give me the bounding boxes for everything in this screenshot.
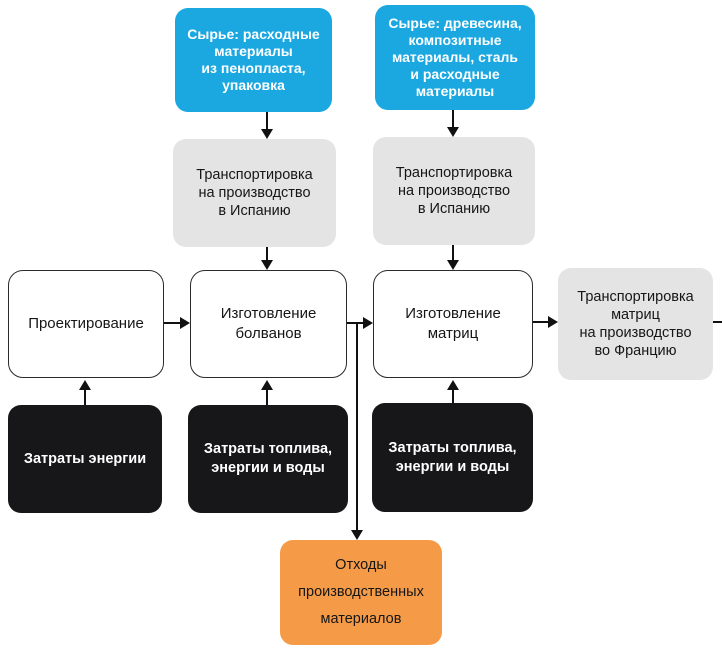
node-waste: Отходы производственных материалов: [280, 540, 442, 645]
edge-molds-transportfrance: [533, 321, 549, 323]
node-label: Изготовление болванов: [220, 305, 317, 342]
node-label: Затраты энергии: [23, 450, 147, 467]
arrowhead-right-icon: [363, 317, 373, 329]
edge-fuel2-molds: [452, 389, 454, 403]
node-label: Проектирование: [28, 315, 144, 332]
edge-design-blanks: [164, 322, 181, 324]
edge-rawwood-transport: [452, 110, 454, 127]
edge-fuel1-blanks: [266, 389, 268, 405]
node-cost-energy: Затраты энергии: [8, 405, 162, 513]
edge-transport-blanks: [266, 247, 268, 261]
edge-rawfoam-transport: [266, 112, 268, 131]
arrowhead-down-icon: [351, 530, 363, 540]
node-cost-fuel-1: Затраты топлива, энергии и воды: [188, 405, 348, 513]
node-label: Транспортировка матриц на производство в…: [577, 289, 694, 359]
arrowhead-down-icon: [261, 129, 273, 139]
node-transport-spain-2: Транспортировка на производство в Испани…: [373, 137, 535, 245]
arrowhead-down-icon: [447, 260, 459, 270]
node-transport-france: Транспортировка матриц на производство в…: [558, 268, 713, 380]
node-transport-spain-1: Транспортировка на производство в Испани…: [173, 139, 336, 247]
arrowhead-down-icon: [261, 260, 273, 270]
node-label: Затраты топлива, энергии и воды: [203, 441, 333, 476]
node-label: Сырье: древесина, композитные материалы,…: [388, 15, 522, 99]
node-label: Изготовление матриц: [405, 305, 501, 342]
node-raw-materials-wood: Сырье: древесина, композитные материалы,…: [375, 5, 535, 110]
node-label: Транспортировка на производство в Испани…: [395, 165, 513, 217]
arrowhead-up-icon: [79, 380, 91, 390]
arrowhead-right-icon: [548, 316, 558, 328]
edge-blanks-waste: [356, 322, 358, 531]
node-label: Затраты топлива, энергии и воды: [388, 439, 517, 475]
edge-blanks-molds: [347, 322, 364, 324]
node-blank-manufacturing: Изготовление болванов: [190, 270, 347, 378]
node-mold-manufacturing: Изготовление матриц: [373, 270, 533, 378]
node-design: Проектирование: [8, 270, 164, 378]
node-cost-fuel-2: Затраты топлива, энергии и воды: [372, 403, 533, 512]
arrowhead-down-icon: [447, 127, 459, 137]
node-raw-materials-foam: Сырье: расходные материалы из пенопласта…: [175, 8, 332, 112]
node-label: Сырье: расходные материалы из пенопласта…: [187, 26, 320, 93]
arrowhead-up-icon: [447, 380, 459, 390]
arrowhead-right-icon: [180, 317, 190, 329]
edge-energy-design: [84, 389, 86, 405]
edge-transport-molds: [452, 245, 454, 261]
node-label: Отходы производственных материалов: [298, 557, 424, 627]
edge-transportfrance-offscreen: [713, 321, 722, 323]
node-label: Транспортировка на производство в Испани…: [196, 167, 313, 219]
arrowhead-up-icon: [261, 380, 273, 390]
